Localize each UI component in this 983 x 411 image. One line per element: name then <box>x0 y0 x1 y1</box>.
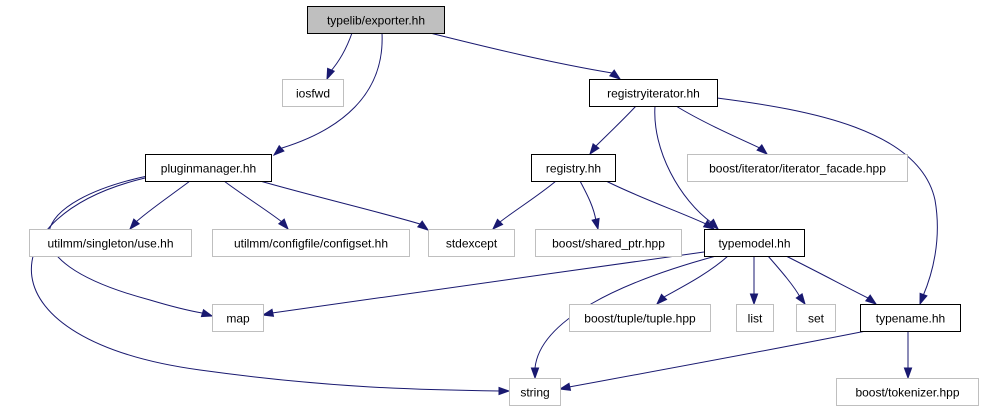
node-label: boost/tuple/tuple.hpp <box>584 312 696 326</box>
arrowhead <box>589 142 600 156</box>
edge-typename-to-string <box>558 330 867 391</box>
node-list: list <box>736 304 774 332</box>
node-label: typelib/exporter.hh <box>327 14 425 28</box>
node-label: boost/iterator/iterator_facade.hpp <box>709 162 886 176</box>
arrowhead <box>558 382 572 391</box>
node-label: set <box>808 312 825 326</box>
edge-pluginmanager-to-singleton <box>129 180 191 231</box>
node-label: registry.hh <box>546 162 601 176</box>
node-label: map <box>226 312 250 326</box>
edge-exporter-to-pluginmanager <box>272 32 383 156</box>
arrowhead <box>277 218 289 231</box>
arrowhead <box>272 144 285 156</box>
edge-pluginmanager-to-string <box>30 177 511 396</box>
arrowhead <box>707 218 720 231</box>
node-stdexcept: stdexcept <box>428 229 515 257</box>
arrowhead <box>608 69 622 80</box>
arrowhead <box>919 292 928 306</box>
edge-pluginmanager-to-map <box>48 174 214 318</box>
edge-typemodel-to-tuple <box>655 255 729 306</box>
arrowhead <box>864 294 878 305</box>
node-label: boost/shared_ptr.hpp <box>552 237 665 251</box>
node-label: list <box>748 312 763 326</box>
node-label: boost/tokenizer.hpp <box>855 386 959 400</box>
node-label: typename.hh <box>876 312 945 326</box>
arrowhead <box>261 308 275 317</box>
edge-registry-to-typemodel <box>605 180 716 230</box>
arrowhead <box>491 218 504 231</box>
edge-typemodel-to-set <box>767 255 806 306</box>
node-label: utilmm/configfile/configset.hh <box>234 237 388 251</box>
edge-typemodel-to-list <box>749 256 759 306</box>
edge-typename-to-tokenizer <box>903 330 913 380</box>
node-registryiterator[interactable]: registryiterator.hh <box>589 79 718 107</box>
node-tuple: boost/tuple/tuple.hpp <box>569 304 711 332</box>
arrowhead <box>795 292 806 306</box>
node-exporter[interactable]: typelib/exporter.hh <box>307 6 445 34</box>
edge-pluginmanager-to-stdexcept <box>259 180 430 231</box>
arrowhead <box>749 293 759 306</box>
edge-typemodel-to-typename <box>785 255 878 305</box>
edge-registry-to-stdexcept <box>491 180 557 231</box>
node-layer: typelib/exporter.hh iosfwd registryiterato… <box>29 6 979 406</box>
arrowhead <box>591 217 600 231</box>
node-typemodel[interactable]: typemodel.hh <box>704 229 805 257</box>
edge-typemodel-to-string <box>530 255 717 380</box>
arrowhead <box>702 219 716 230</box>
arrowhead <box>498 386 511 396</box>
node-shared-ptr: boost/shared_ptr.hpp <box>535 229 682 257</box>
edge-registryiterator-to-iterator_facade <box>675 105 769 155</box>
node-label: string <box>520 386 549 400</box>
node-singleton: utilmm/singleton/use.hh <box>29 229 192 257</box>
node-label: stdexcept <box>446 237 498 251</box>
arrowhead <box>326 67 336 81</box>
node-label: pluginmanager.hh <box>161 162 256 176</box>
node-configset: utilmm/configfile/configset.hh <box>212 229 410 257</box>
arrowhead <box>129 218 141 231</box>
edge-registryiterator-to-typemodel <box>654 105 720 231</box>
edge-layer <box>30 32 938 396</box>
arrowhead <box>756 143 769 155</box>
arrowhead <box>416 220 430 231</box>
node-typename[interactable]: typename.hh <box>860 304 961 332</box>
arrowhead <box>655 293 668 306</box>
edge-pluginmanager-to-configset <box>223 180 289 231</box>
edge-exporter-to-iosfwd <box>326 32 353 81</box>
edge-registryiterator-to-registry <box>589 105 637 156</box>
node-registry[interactable]: registry.hh <box>531 154 616 182</box>
node-label: utilmm/singleton/use.hh <box>47 237 173 251</box>
node-pluginmanager[interactable]: pluginmanager.hh <box>145 154 272 182</box>
node-set: set <box>796 304 836 332</box>
node-label: iosfwd <box>296 87 330 101</box>
node-iterator-facade: boost/iterator/iterator_facade.hpp <box>687 154 908 182</box>
arrowhead <box>903 367 913 380</box>
node-tokenizer: boost/tokenizer.hpp <box>836 378 979 406</box>
arrowhead <box>530 367 540 380</box>
node-iosfwd: iosfwd <box>282 79 344 107</box>
edge-registry-to-shared_ptr <box>579 180 600 231</box>
edge-typemodel-to-map <box>261 251 705 317</box>
arrowhead <box>200 308 214 318</box>
node-string: string <box>509 378 561 406</box>
node-map: map <box>212 304 264 332</box>
edge-registryiterator-to-typename <box>716 97 938 306</box>
node-label: registryiterator.hh <box>607 87 700 101</box>
node-label: typemodel.hh <box>718 237 790 251</box>
edge-exporter-to-registryiterator <box>429 32 622 80</box>
